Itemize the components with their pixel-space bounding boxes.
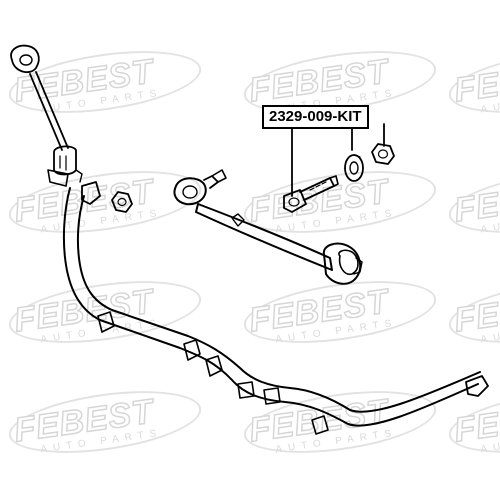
kit-hex-nut <box>371 143 395 165</box>
part-number-label: 2329-009-KIT <box>262 105 369 129</box>
stabilizer-link <box>10 44 83 187</box>
hex-nut <box>111 191 133 213</box>
stabilizer-bar <box>62 181 489 435</box>
eccentric-bolt <box>283 175 339 213</box>
control-arm <box>173 169 363 285</box>
eccentric-washer <box>344 154 364 182</box>
kit-leader-lines <box>291 123 385 197</box>
